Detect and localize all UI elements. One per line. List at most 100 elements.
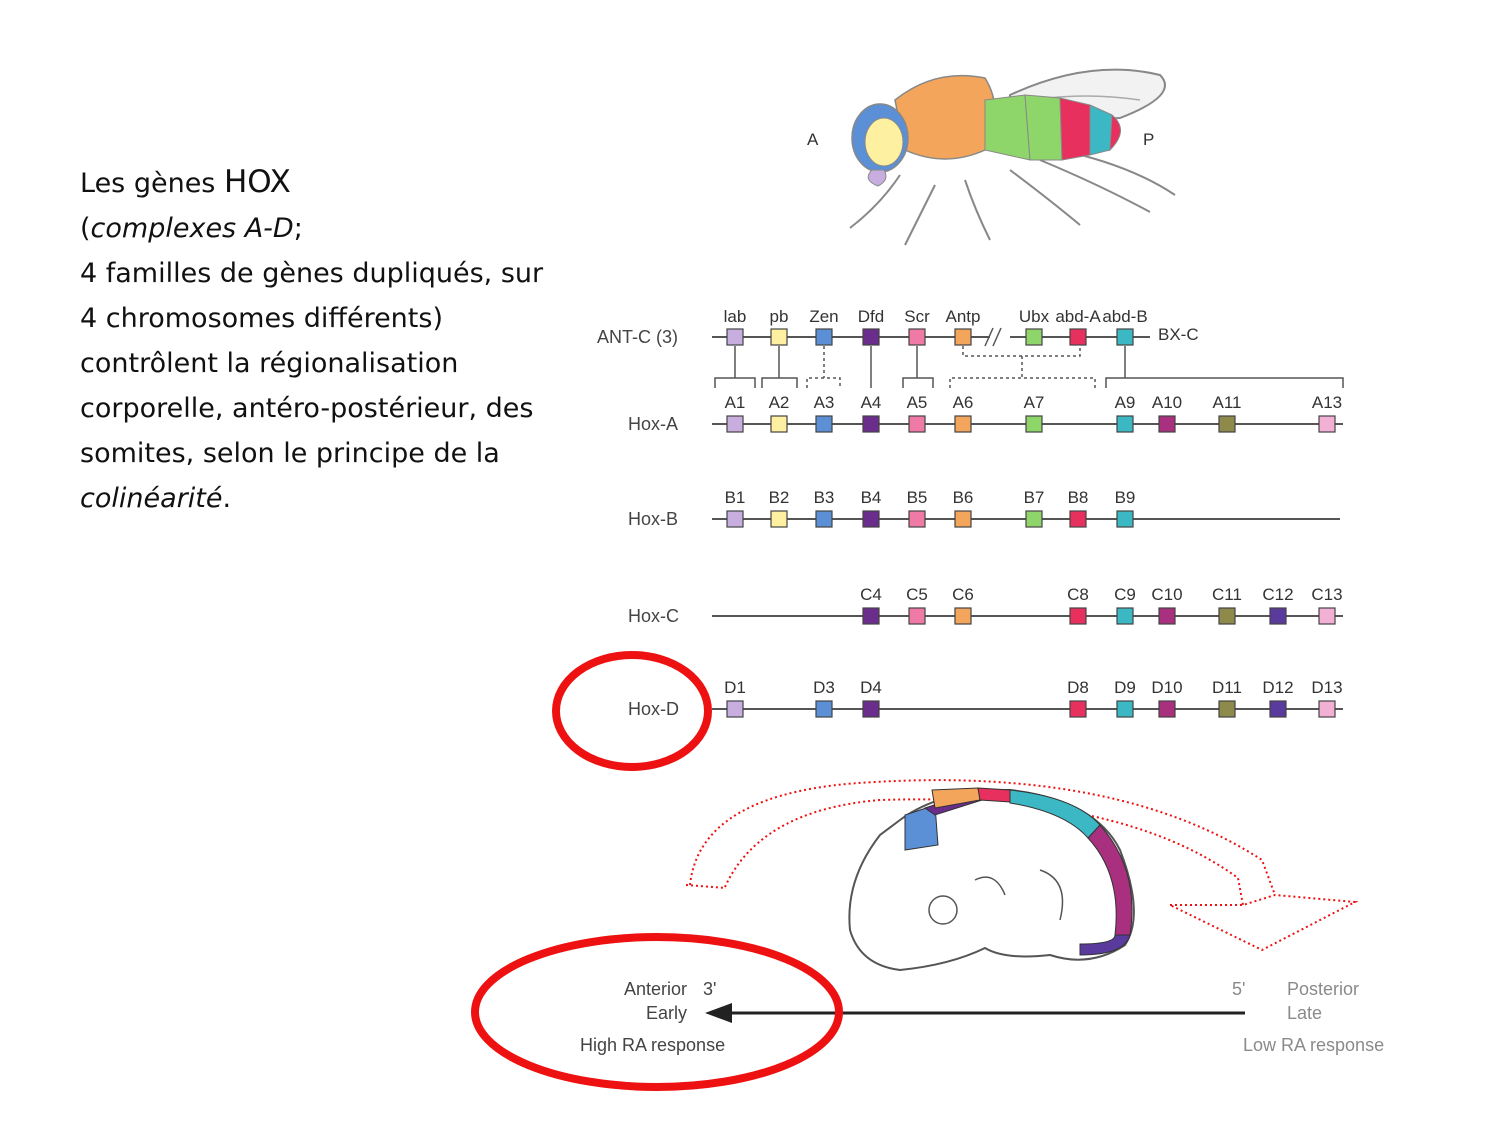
gene-box-b3 (815, 510, 833, 528)
hox-title: HOX (223, 164, 291, 200)
gene-label-d12: D12 (1262, 678, 1293, 697)
arrow-head (1169, 893, 1359, 952)
text-line-4: 4 chromosomes différents) (80, 303, 443, 334)
gene-label-b8: B8 (1068, 488, 1089, 507)
gene-box-d11 (1218, 700, 1236, 718)
gene-label-a6: A6 (953, 393, 974, 412)
gene-label-a7: A7 (1024, 393, 1045, 412)
text-line-6: corporelle, antéro-postérieur, des (80, 393, 534, 424)
text-line-1-a: Les gènes (80, 168, 224, 199)
posterior-label: Posterior (1287, 979, 1359, 999)
text-line-8-italic: colinéarité (80, 483, 223, 514)
gene-box-d8 (1069, 700, 1087, 718)
break-mark-1 (984, 327, 994, 347)
gene-label-b4: B4 (861, 488, 882, 507)
late-label: Late (1287, 1003, 1322, 1023)
row-label-hox-b: Hox-B (628, 509, 678, 529)
gene-label-c11: C11 (1212, 585, 1242, 604)
antc-gene-label-scr: Scr (904, 307, 930, 326)
gene-label-d3: D3 (813, 678, 835, 697)
antc-gene-label-zen: Zen (809, 307, 838, 326)
gene-label-d13: D13 (1311, 678, 1342, 697)
gene-box-a11 (1218, 415, 1236, 433)
gene-box-c9 (1116, 607, 1134, 625)
gene-label-b2: B2 (769, 488, 790, 507)
antc-gene-label-dfd: Dfd (858, 307, 884, 326)
gene-box-a6 (954, 415, 972, 433)
high-ra-label: High RA response (580, 1035, 725, 1055)
arrow-inner-arc (724, 798, 1244, 906)
gene-box-b8 (1069, 510, 1087, 528)
gene-label-c13: C13 (1311, 585, 1342, 604)
row-label-hox-d: Hox-D (628, 699, 679, 719)
arrow-outer-arc (689, 779, 1276, 896)
five-prime-label: 5' (1232, 979, 1245, 999)
row-label-hox-c: Hox-C (628, 606, 679, 626)
gene-box-a10 (1158, 415, 1176, 433)
gene-box-a13 (1318, 415, 1336, 433)
gene-box-b2 (770, 510, 788, 528)
text-line-8-b: . (222, 483, 232, 514)
highlight-anterior (471, 933, 843, 1091)
low-ra-label: Low RA response (1243, 1035, 1384, 1055)
gene-label-c6: C6 (952, 585, 974, 604)
antc-gene-box-dfd (862, 328, 880, 346)
antc-gene-box-scr (908, 328, 926, 346)
antc-gene-box-abd-a (1069, 328, 1087, 346)
row-label-hox-a: Hox-A (628, 414, 678, 434)
gene-label-b5: B5 (907, 488, 928, 507)
gene-label-a4: A4 (861, 393, 882, 412)
gene-label-a9: A9 (1115, 393, 1136, 412)
slide-text: Les gènes HOX (complexes A-D; 4 familles… (80, 160, 600, 521)
gene-box-d10 (1158, 700, 1176, 718)
gene-label-a13: A13 (1312, 393, 1342, 412)
antc-gene-label-antp: Antp (946, 307, 981, 326)
gene-box-a4 (862, 415, 880, 433)
text-line-7: somites, selon le principe de la (80, 438, 500, 469)
text-line-2: (complexes A-D; (80, 206, 600, 251)
gene-box-d12 (1269, 700, 1287, 718)
antc-gene-label-abd-a: abd-A (1055, 307, 1101, 326)
antc-gene-box-pb (770, 328, 788, 346)
gene-label-d10: D10 (1151, 678, 1182, 697)
text-line-8: colinéarité. (80, 476, 600, 521)
gene-label-a11: A11 (1213, 393, 1242, 412)
antc-gene-box-zen (815, 328, 833, 346)
gene-box-c6 (954, 607, 972, 625)
gene-label-c10: C10 (1151, 585, 1182, 604)
gene-label-b9: B9 (1115, 488, 1136, 507)
antc-gene-box-abd-b (1116, 328, 1134, 346)
gene-label-a2: A2 (769, 393, 790, 412)
ap-axis-arrowhead (705, 1003, 732, 1023)
gene-box-c11 (1218, 607, 1236, 625)
bxc-label: BX-C (1158, 325, 1199, 344)
gene-box-a2 (770, 415, 788, 433)
gene-box-b9 (1116, 510, 1134, 528)
gene-label-c4: C4 (860, 585, 882, 604)
antc-gene-label-abd-b: abd-B (1102, 307, 1147, 326)
homology-connectors (714, 346, 1344, 388)
gene-label-c5: C5 (906, 585, 928, 604)
gene-box-d9 (1116, 700, 1134, 718)
three-prime-label: 3' (703, 979, 716, 999)
gene-box-b6 (954, 510, 972, 528)
fly-illustration: A P (807, 68, 1176, 246)
gene-label-a3: A3 (814, 393, 835, 412)
antc-gene-box-antp (954, 328, 972, 346)
text-line-2-a: ( (80, 213, 91, 244)
break-mark-2 (992, 327, 1002, 347)
antc-label: ANT-C (3) (597, 327, 678, 347)
gene-box-d13 (1318, 700, 1336, 718)
antc-gene-label-lab: lab (724, 307, 747, 326)
gene-box-c4 (862, 607, 880, 625)
gene-label-b3: B3 (814, 488, 835, 507)
gene-label-d9: D9 (1114, 678, 1136, 697)
gene-box-b1 (726, 510, 744, 528)
anterior-label: Anterior (624, 979, 687, 999)
